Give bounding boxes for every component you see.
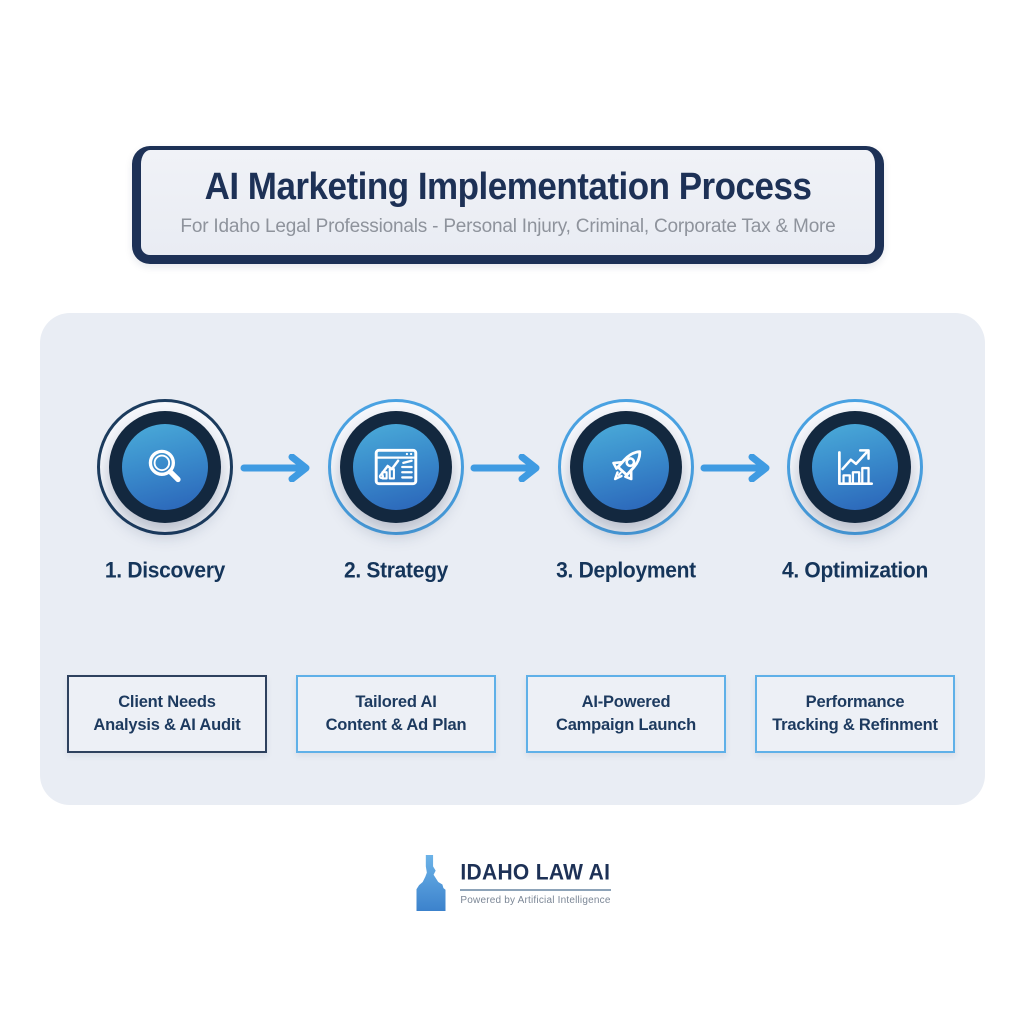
detail-line: Performance (805, 692, 905, 711)
magnifying-glass-icon (148, 449, 181, 483)
step-discovery: 1. Discovery (55, 399, 275, 583)
detail-box-optimization: Performance Tracking & Refinment (755, 675, 955, 753)
brand-footer: IDAHO LAW AI Powered by Artificial Intel… (0, 854, 1024, 912)
step-label: 1. Discovery (104, 558, 226, 583)
detail-line: Client Needs (118, 692, 216, 711)
detail-line: Content & Ad Plan (325, 716, 467, 734)
detail-line: Tracking & Refinment (772, 716, 938, 734)
detail-box-strategy: Tailored AI Content & Ad Plan (296, 675, 496, 753)
step-strategy: 2. Strategy (286, 399, 506, 583)
step-optimization: 4. Optimization (745, 399, 965, 583)
detail-line: AI-Powered (581, 692, 671, 711)
dashboard-chart-icon (374, 448, 418, 486)
step-label: 4. Optimization (781, 558, 928, 583)
detail-line: Campaign Launch (555, 716, 696, 734)
page-title: AI Marketing Implementation Process (204, 165, 812, 208)
process-panel: 1. Discovery (40, 313, 985, 805)
growth-chart-icon (838, 449, 874, 486)
step-circle (558, 399, 694, 535)
rocket-icon (612, 450, 642, 481)
brand-divider (460, 888, 611, 891)
brand-name: IDAHO LAW AI (460, 859, 611, 885)
step-label: 3. Deployment (556, 558, 696, 583)
step-label: 2. Strategy (343, 558, 449, 583)
step-circle (328, 399, 464, 535)
detail-box-discovery: Client Needs Analysis & AI Audit (67, 675, 267, 753)
detail-line: Tailored AI (355, 692, 437, 711)
step-circle (787, 399, 923, 535)
step-deployment: 3. Deployment (516, 399, 736, 583)
detail-line: Analysis & AI Audit (93, 716, 241, 734)
idaho-state-icon (416, 855, 446, 911)
flow-arrow (700, 454, 770, 482)
brand-tagline: Powered by Artificial Intelligence (460, 894, 611, 906)
flow-arrow (470, 454, 540, 482)
detail-box-deployment: AI-Powered Campaign Launch (526, 675, 726, 753)
page-subtitle: For Idaho Legal Professionals - Personal… (180, 216, 836, 237)
flow-arrow (240, 454, 310, 482)
step-circle (97, 399, 233, 535)
title-box: AI Marketing Implementation Process For … (132, 146, 884, 264)
